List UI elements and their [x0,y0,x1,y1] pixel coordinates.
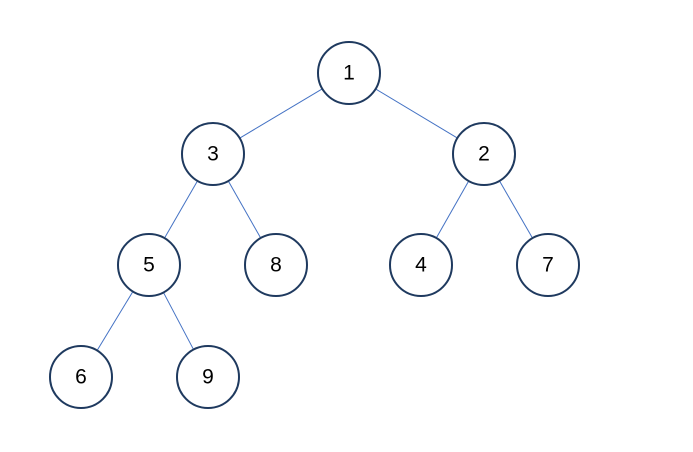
tree-node-5: 5 [117,233,181,297]
tree-node-circle [516,233,580,297]
tree-node-8: 8 [244,233,308,297]
tree-node-label: 2 [478,143,490,166]
tree-node-circle [452,122,516,186]
tree-node-4: 4 [389,233,453,297]
tree-node-circle [49,345,113,409]
tree-node-9: 9 [176,345,240,409]
tree-edge-n2-n4 [435,180,470,239]
tree-node-label: 6 [75,366,87,389]
tree-node-label: 3 [207,143,219,166]
tree-edge-n3-n5 [164,180,198,239]
tree-edge-n5-n6 [96,291,134,351]
tree-node-circle [389,233,453,297]
tree-node-7: 7 [516,233,580,297]
tree-edge-n2-n7 [499,180,533,239]
tree-edges [96,88,533,351]
tree-node-circle [244,233,308,297]
tree-node-6: 6 [49,345,113,409]
tree-edge-n5-n9 [163,292,194,350]
tree-node-circle [117,233,181,297]
tree-node-label: 7 [542,254,554,277]
tree-edge-n3-n8 [227,180,262,239]
tree-node-label: 9 [202,366,214,389]
tree-node-1: 1 [317,41,381,105]
tree-node-label: 5 [143,254,155,277]
tree-edge-n1-n2 [375,88,458,139]
tree-node-label: 8 [270,254,282,277]
tree-node-circle [181,122,245,186]
tree-node-circle [176,345,240,409]
tree-node-3: 3 [181,122,245,186]
tree-node-label: 1 [343,62,355,85]
tree-node-2: 2 [452,122,516,186]
tree-edge-n1-n3 [239,88,323,139]
tree-node-label: 4 [415,254,427,277]
tree-nodes: 1 3 2 5 8 4 7 6 9 [49,41,580,409]
tree-node-circle [317,41,381,105]
